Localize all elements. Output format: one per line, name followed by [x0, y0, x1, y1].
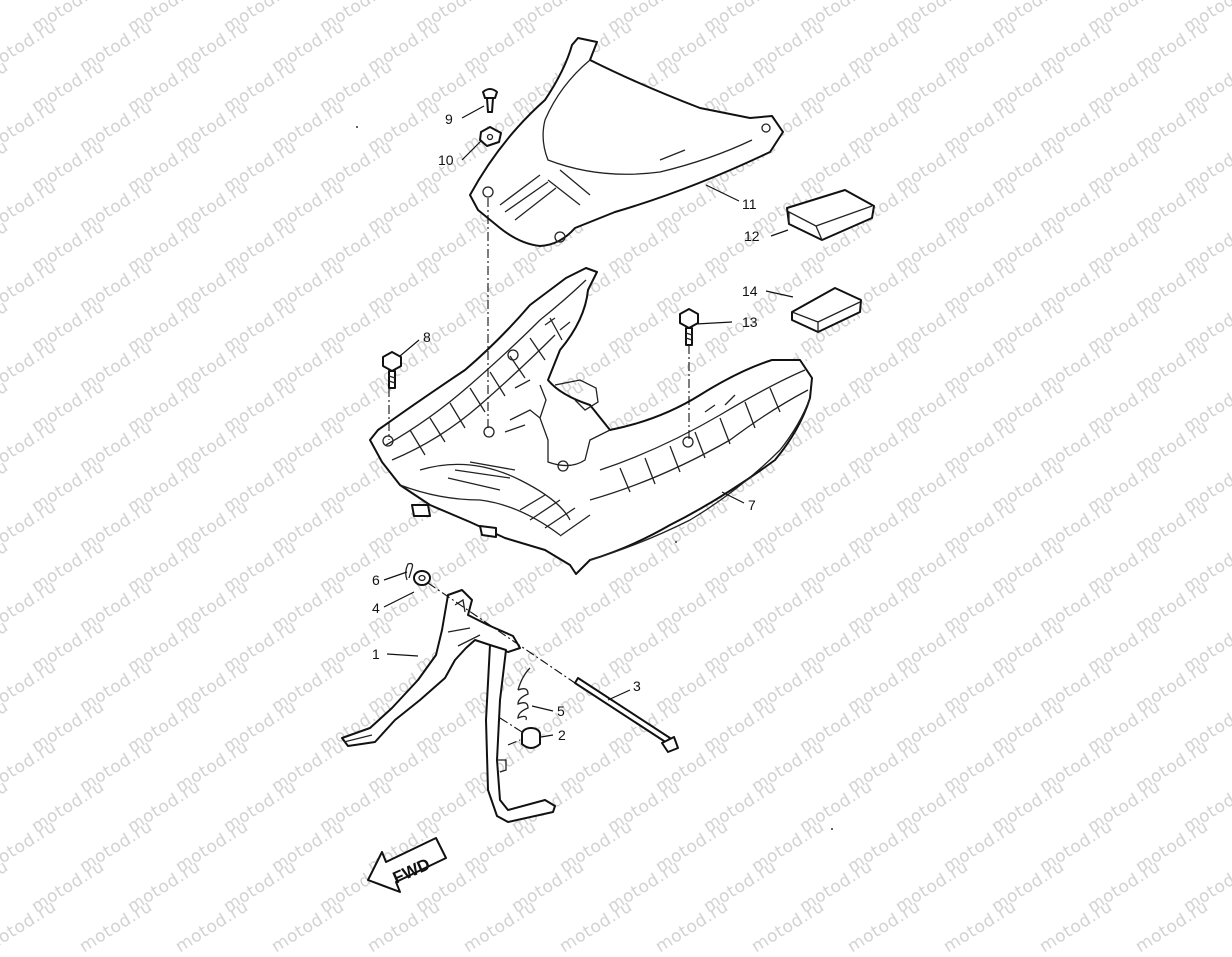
callout-4: 4	[372, 600, 380, 616]
leader-lines	[383, 105, 794, 738]
part-10-nut	[479, 126, 502, 147]
fwd-arrow-icon: FWD	[367, 837, 447, 893]
part-8-bolt	[382, 351, 402, 389]
callout-6: 6	[372, 572, 380, 588]
part-11-cover	[469, 37, 784, 247]
part-9-screw	[482, 88, 498, 113]
part-2-cap	[521, 727, 541, 749]
callout-11: 11	[742, 196, 757, 212]
part-6-cotter-pin	[405, 562, 414, 581]
part-12-pad	[786, 189, 875, 241]
callout-14: 14	[742, 283, 758, 299]
callout-2: 2	[558, 727, 566, 743]
callout-1: 1	[372, 646, 380, 662]
parts-diagram: 9 10 11 12 14 13 8 7 6 4 1 3 5 2 FWD	[341, 37, 875, 893]
callout-10: 10	[438, 152, 454, 168]
callout-13: 13	[742, 314, 758, 330]
specks	[356, 126, 833, 830]
part-3-shaft	[574, 677, 679, 753]
callout-labels: 9 10 11 12 14 13 8 7 6 4 1 3 5 2	[372, 111, 760, 743]
callout-3: 3	[633, 678, 641, 694]
part-5-spring	[517, 667, 531, 721]
callout-7: 7	[748, 497, 756, 513]
part-7-footboard	[369, 267, 813, 575]
part-1-main-stand	[341, 589, 556, 823]
part-13-bolt	[679, 308, 699, 346]
assembly-lines	[388, 198, 690, 746]
callout-5: 5	[557, 703, 565, 719]
callout-9: 9	[445, 111, 453, 127]
callout-8: 8	[423, 329, 431, 345]
part-14-pad	[791, 287, 862, 333]
callout-12: 12	[744, 228, 760, 244]
part-4-washer	[413, 570, 431, 586]
